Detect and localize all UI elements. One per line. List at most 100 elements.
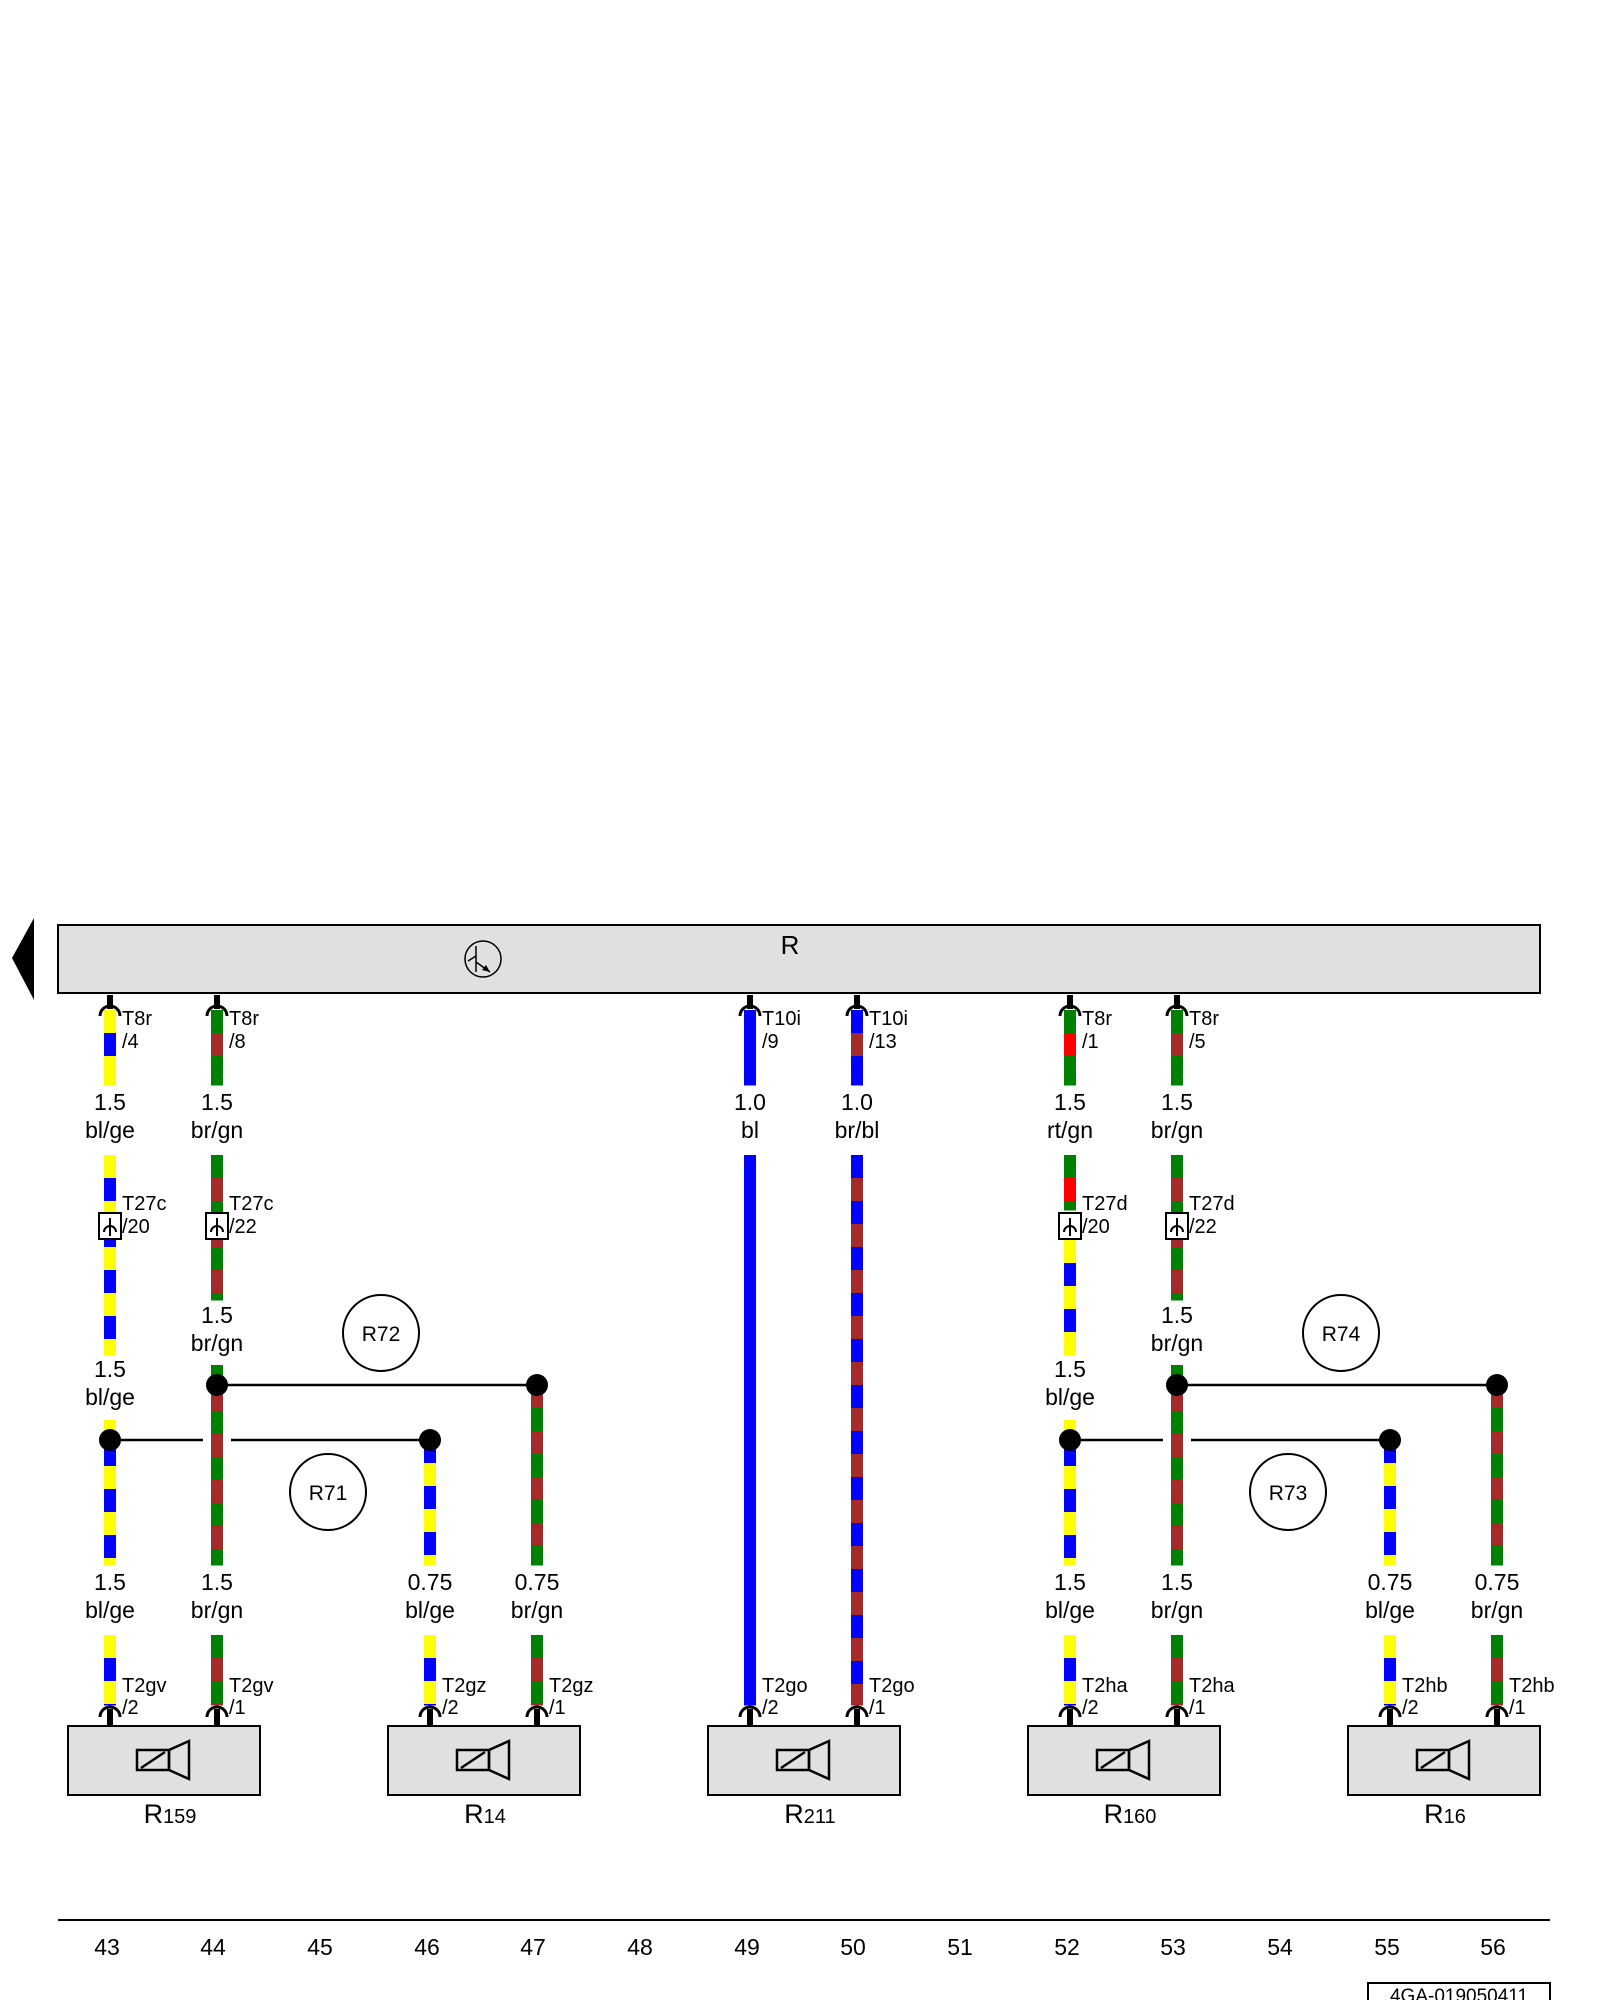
wire-stripe <box>104 1155 116 1179</box>
wire-color: bl/ge <box>1365 1597 1415 1623</box>
column-number: 55 <box>1374 1934 1400 1960</box>
connector-pin: /1 <box>1082 1031 1099 1053</box>
junction-dot <box>99 1429 121 1451</box>
wire-stripe <box>424 1532 436 1556</box>
connector-name: T2ha <box>1082 1675 1128 1697</box>
wire-stripe <box>851 1339 863 1363</box>
wire-stripe <box>1064 1658 1076 1682</box>
wire-stripe <box>851 1638 863 1662</box>
junction-dot <box>1486 1374 1508 1396</box>
connector-name: T8r <box>229 1008 259 1030</box>
connector-symbol-icon <box>1058 1705 1082 1718</box>
wire-size: 1.5 <box>1161 1302 1193 1328</box>
wire-stripe <box>531 1477 543 1501</box>
wire-color: br/gn <box>1151 1117 1203 1143</box>
connector-symbol-icon <box>845 1705 869 1718</box>
wire-stripe <box>104 1178 116 1202</box>
wire-color: br/gn <box>511 1597 563 1623</box>
speaker-R160[interactable]: R160 <box>1027 1725 1221 1829</box>
wire-stripe <box>744 1079 756 1086</box>
splice-R72[interactable]: R72 <box>342 1294 420 1372</box>
wire-stripe <box>1171 1411 1183 1435</box>
wire-stripe <box>104 1056 116 1080</box>
radio-unit-bar <box>57 924 1541 994</box>
wire-stripe <box>851 1408 863 1432</box>
wire-stripe <box>1171 1056 1183 1080</box>
wire-stripe <box>744 1684 756 1706</box>
wire-stripe <box>211 1457 223 1481</box>
page-back-arrow[interactable] <box>12 918 34 1000</box>
diagram-id: 4GA-019050411 <box>1367 1982 1551 2000</box>
wire-col-53 <box>1171 1010 1183 1706</box>
wire-seg-55-d <box>1384 1635 1396 1706</box>
wire-stripe <box>104 1466 116 1490</box>
wire-stripe <box>531 1431 543 1455</box>
column-number: 43 <box>94 1934 120 1960</box>
wire-seg-44-c <box>211 1365 223 1566</box>
wire-size: 1.5 <box>1054 1356 1086 1382</box>
wire-seg-49-a <box>744 1010 756 1086</box>
inline-connector-icon <box>98 1212 122 1240</box>
connector-pin: /2 <box>1082 1697 1099 1719</box>
junction-dot <box>1379 1429 1401 1451</box>
wire-stripe <box>1171 1293 1183 1301</box>
speaker-R16[interactable]: R16 <box>1347 1725 1541 1829</box>
connector-top-symbols <box>98 1004 1189 1017</box>
wire-stripe <box>424 1555 436 1566</box>
wire-stripe <box>744 1385 756 1409</box>
connector-name: T2gz <box>442 1675 486 1697</box>
wire-stripe <box>744 1638 756 1662</box>
inline-connector-icon <box>1058 1212 1082 1240</box>
speaker-icon <box>1415 1739 1471 1781</box>
wire-stripe <box>744 1247 756 1271</box>
splice-R71[interactable]: R71 <box>289 1453 367 1531</box>
radio-unit-label: R <box>781 930 800 960</box>
wire-stripe <box>1491 1477 1503 1501</box>
wire-stripe <box>211 1658 223 1682</box>
wire-stripe <box>744 1339 756 1363</box>
wire-stripe <box>104 1635 116 1659</box>
wire-stripe <box>1171 1480 1183 1504</box>
connector-pin: /4 <box>122 1031 139 1053</box>
wire-stripe <box>744 1661 756 1685</box>
column-number: 44 <box>200 1934 226 1960</box>
wire-stripe <box>1491 1658 1503 1682</box>
wire-seg-53-a <box>1171 1010 1183 1086</box>
splice-R74[interactable]: R74 <box>1302 1294 1380 1372</box>
speaker-R159[interactable]: R159 <box>67 1725 261 1829</box>
wire-stripe <box>851 1178 863 1202</box>
connector-symbol-icon <box>1165 1705 1189 1718</box>
wire-stripe <box>851 1454 863 1478</box>
wire-color: br/gn <box>1151 1330 1203 1356</box>
speaker-icon <box>1095 1739 1151 1781</box>
wire-stripe <box>1171 1503 1183 1527</box>
wire-stripe <box>1171 1635 1183 1659</box>
wire-stripe <box>851 1201 863 1225</box>
wire-stripe <box>744 1569 756 1593</box>
wire-size: 0.75 <box>1368 1569 1413 1595</box>
connector-pin: /9 <box>762 1031 779 1053</box>
connector-name: T2gv <box>122 1675 166 1697</box>
wire-stripe <box>744 1546 756 1570</box>
column-number: 53 <box>1160 1934 1186 1960</box>
wire-stripe <box>424 1704 436 1706</box>
wire-seg-56-d <box>1491 1635 1503 1706</box>
connector-pin: /1 <box>1189 1697 1206 1719</box>
wire-size: 0.75 <box>408 1569 453 1595</box>
wire-size: 1.5 <box>201 1302 233 1328</box>
wire-stripe <box>1384 1658 1396 1682</box>
wire-stripe <box>1171 1247 1183 1271</box>
speaker-R211[interactable]: R211 <box>707 1725 901 1829</box>
speaker-R14[interactable]: R14 <box>387 1725 581 1829</box>
wire-color: br/gn <box>1151 1597 1203 1623</box>
connector-pin: /8 <box>229 1031 246 1053</box>
wire-stripe <box>851 1010 863 1034</box>
wire-color: bl/ge <box>1045 1384 1095 1410</box>
wire-stripe <box>851 1033 863 1057</box>
wire-stripe <box>851 1477 863 1501</box>
junction-dot <box>526 1374 548 1396</box>
wire-stripe <box>1384 1509 1396 1533</box>
wire-stripe <box>851 1569 863 1593</box>
splice-R73[interactable]: R73 <box>1249 1453 1327 1531</box>
column-number: 50 <box>840 1934 866 1960</box>
